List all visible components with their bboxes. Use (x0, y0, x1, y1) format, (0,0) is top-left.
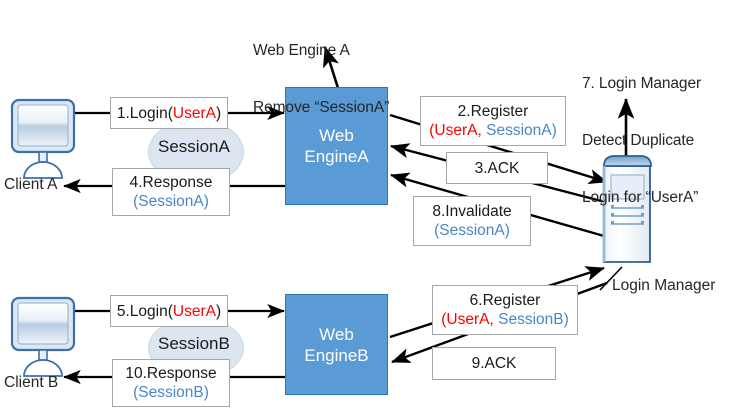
message-2-open: ( (429, 122, 435, 139)
message-box-2-register[interactable]: 2.Register (UserA, SessionA) (420, 96, 566, 146)
message-box-3-ack[interactable]: 3.ACK (446, 152, 548, 184)
message-box-4-response[interactable]: 4.Response (SessionA) (112, 168, 230, 216)
note-login-manager-detect: 7. Login Manager Detect Duplicate Login … (582, 36, 701, 245)
message-1-num: 1.Login( (116, 104, 173, 122)
session-b-label: SessionB (158, 334, 230, 353)
client-b-label: Client B (4, 374, 59, 391)
web-engine-a-line1: Web (319, 126, 354, 145)
web-engine-b-box[interactable]: Web EngineB (285, 294, 388, 395)
message-8-num: 8.Invalidate (432, 203, 512, 220)
message-box-5-login[interactable]: 5.Login(UserA) (110, 295, 228, 327)
message-5-num: 5.Login( (116, 302, 173, 320)
message-6-open: ( (441, 311, 447, 328)
note-login-manager-line3: Login for “UserA” (582, 189, 699, 206)
message-5-user: UserA (172, 302, 216, 320)
note-web-engine-remove-line2: Remove “SessionA” (253, 99, 390, 116)
server-icon-login-manager (602, 155, 652, 263)
web-engine-b-line1: Web (319, 324, 354, 344)
message-1-tail: ) (215, 104, 222, 122)
message-2-sep: , (477, 122, 487, 139)
message-6-sep: , (489, 311, 499, 328)
message-6-num: 6.Register (469, 292, 541, 309)
message-5-text: 5.Login(UserA) (117, 302, 221, 321)
note-login-manager-line1: 7. Login Manager (582, 75, 702, 92)
message-1-user: UserA (172, 104, 216, 122)
monitor-icon-client-b (10, 296, 76, 377)
message-6-user: UserA (446, 311, 490, 328)
message-4-num: 4.Response (129, 174, 213, 191)
session-a-label: SessionA (158, 137, 230, 156)
message-5-tail: ) (215, 302, 222, 320)
message-9-num: 9.ACK (471, 355, 517, 372)
note-web-engine-remove-line1: Web Engine A (253, 42, 350, 59)
note-login-manager-line2: Detect Duplicate (582, 132, 695, 149)
message-4-session: (SessionA) (133, 193, 209, 210)
message-10-num: 10.Response (125, 365, 217, 382)
message-6-close: ) (563, 311, 569, 328)
monitor-icon-client-a (10, 98, 76, 179)
web-engine-a-box[interactable]: Web EngineA (285, 87, 388, 205)
message-8-session: (SessionA) (434, 222, 510, 239)
message-2-num: 2.Register (457, 103, 529, 120)
message-3-num: 3.ACK (474, 159, 520, 177)
message-2-close: ) (551, 122, 557, 139)
message-2-user: UserA (434, 122, 478, 139)
message-2-session: SessionA (486, 122, 552, 139)
client-a-label: Client A (4, 176, 58, 193)
web-engine-b-line2: EngineB (304, 345, 369, 365)
message-box-8-invalidate[interactable]: 8.Invalidate (SessionA) (413, 196, 531, 246)
message-box-6-register[interactable]: 6.Register (UserA, SessionB) (432, 285, 578, 335)
message-2-args: (UserA, SessionA) (429, 121, 557, 140)
message-6-session: SessionB (498, 311, 564, 328)
message-box-1-login[interactable]: 1.Login(UserA) (110, 97, 228, 129)
login-manager-label: Login Manager (612, 277, 716, 294)
message-box-10-response[interactable]: 10.Response (SessionB) (112, 359, 230, 407)
message-6-args: (UserA, SessionB) (441, 310, 569, 329)
web-engine-a-line2: EngineA (304, 147, 369, 166)
message-box-9-ack[interactable]: 9.ACK (432, 347, 556, 380)
message-1-text: 1.Login(UserA) (117, 104, 221, 123)
note-web-engine-remove: Web Engine A Remove “SessionA” (253, 3, 389, 155)
message-10-session: (SessionB) (133, 384, 209, 401)
